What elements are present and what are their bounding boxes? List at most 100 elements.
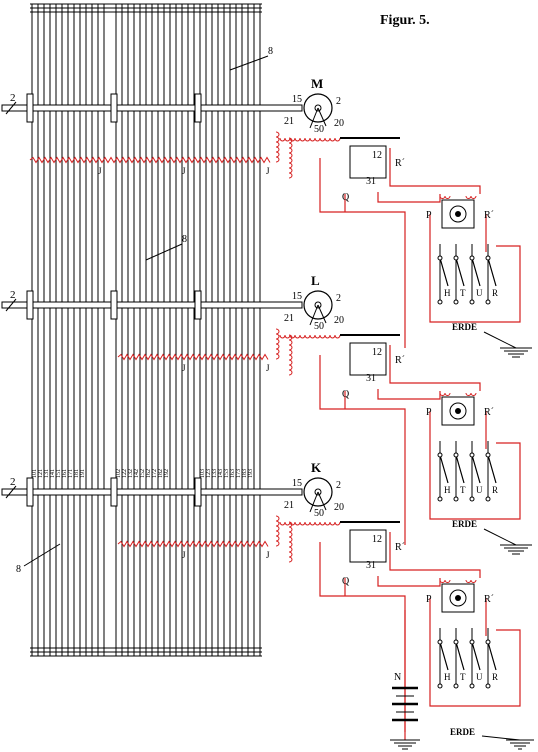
switch-blade <box>487 454 497 484</box>
shaft-label: 2 <box>10 476 16 488</box>
contact-number: 133 <box>212 469 218 478</box>
switch-label: R <box>492 672 498 682</box>
earth-label: ERDE <box>452 322 477 332</box>
bar-label: J <box>98 166 102 176</box>
contact-bank <box>30 3 262 657</box>
switch-blade <box>471 641 481 671</box>
switch-contact <box>453 299 459 305</box>
selector-shaft <box>1 104 303 112</box>
wheel-arm <box>309 491 319 513</box>
switch-blade <box>439 641 449 671</box>
feed-wire <box>319 355 406 545</box>
bank-label: 8 <box>268 46 273 57</box>
switch-pivot <box>469 639 475 645</box>
relay-coil <box>279 521 341 526</box>
gauge-coil <box>465 579 477 583</box>
switch-contact <box>469 299 475 305</box>
bank-label: 8 <box>16 564 21 575</box>
relay-label: R´ <box>395 542 405 553</box>
switch-label: H <box>444 672 451 682</box>
gauge-wire <box>389 148 481 194</box>
contact-number: 193 <box>248 469 254 478</box>
contact-number: 181 <box>74 469 80 478</box>
switch-blade <box>455 641 465 671</box>
contact-label: 21 <box>284 500 294 511</box>
switch-blade <box>471 257 481 287</box>
gauge-needle <box>455 211 461 217</box>
shaft-label: 2 <box>10 289 16 301</box>
contact-number: 152 <box>140 469 146 478</box>
earth-label: ERDE <box>452 519 477 529</box>
selector-shaft <box>1 488 303 496</box>
earth-lead <box>483 331 517 349</box>
switch-label: H <box>444 288 451 298</box>
relay-coil <box>288 521 293 563</box>
gauge-label: P <box>426 210 432 221</box>
contact-number: 151 <box>56 469 62 478</box>
bar-label: J <box>266 166 270 176</box>
figure-title: Figur. 5. <box>380 13 430 28</box>
contact-number: 121 <box>38 469 44 478</box>
battery-label: N <box>394 672 401 683</box>
contact-number: 141 <box>50 469 56 478</box>
shaft-carriage <box>26 477 34 507</box>
bar-label: J <box>182 550 186 560</box>
contact-number: 173 <box>236 469 242 478</box>
contact-label: 20 <box>334 502 344 513</box>
contact-number: 163 <box>230 469 236 478</box>
contact-label: 21 <box>284 313 294 324</box>
switch-contact <box>453 683 459 689</box>
shaft-carriage <box>194 290 202 320</box>
shaft-carriage <box>110 93 118 123</box>
contact-number: 103 <box>200 469 206 478</box>
resistor-bar <box>117 540 269 548</box>
wheel-arm <box>309 304 319 326</box>
switch-pivot <box>453 452 459 458</box>
selector-shaft <box>1 301 303 309</box>
contact-number: 192 <box>164 469 170 478</box>
bank-leader <box>145 243 183 261</box>
switch-contact <box>437 299 443 305</box>
bank-label: 8 <box>182 234 187 245</box>
relay-label: 12 <box>372 347 382 358</box>
switch-wire <box>429 598 521 707</box>
shaft-marker <box>5 298 17 312</box>
gauge-label: R´ <box>484 407 494 418</box>
wheel-label: 2 <box>336 480 341 491</box>
contact-number: 172 <box>152 469 158 478</box>
contact-label: 50 <box>314 124 324 135</box>
relay-coil <box>279 137 341 142</box>
contact-label: 20 <box>334 315 344 326</box>
bank-leader <box>229 55 269 71</box>
contact-number: 143 <box>218 469 224 478</box>
switch-pivot <box>485 255 491 261</box>
switch-label: U <box>476 672 483 682</box>
relay-label: 12 <box>372 150 382 161</box>
shaft-carriage <box>194 477 202 507</box>
contact-label: 50 <box>314 321 324 332</box>
switch-pivot <box>469 255 475 261</box>
wheel-coil <box>275 131 280 163</box>
switch-blade <box>487 257 497 287</box>
relay-label: Q <box>342 389 350 400</box>
contact-label: 21 <box>284 116 294 127</box>
selector-letter: M <box>311 76 323 91</box>
relay-box <box>349 342 387 376</box>
bar-label: J <box>182 166 186 176</box>
wheel-label: 15 <box>292 94 302 105</box>
feed-wire <box>319 158 406 348</box>
gauge-coil <box>465 195 477 199</box>
relay-label: R´ <box>395 158 405 169</box>
contact-label: 50 <box>314 508 324 519</box>
switch-label: U <box>476 485 483 495</box>
bar-label: J <box>182 363 186 373</box>
contact-number: 153 <box>224 469 230 478</box>
switch-blade <box>487 641 497 671</box>
shaft-marker <box>5 101 17 115</box>
